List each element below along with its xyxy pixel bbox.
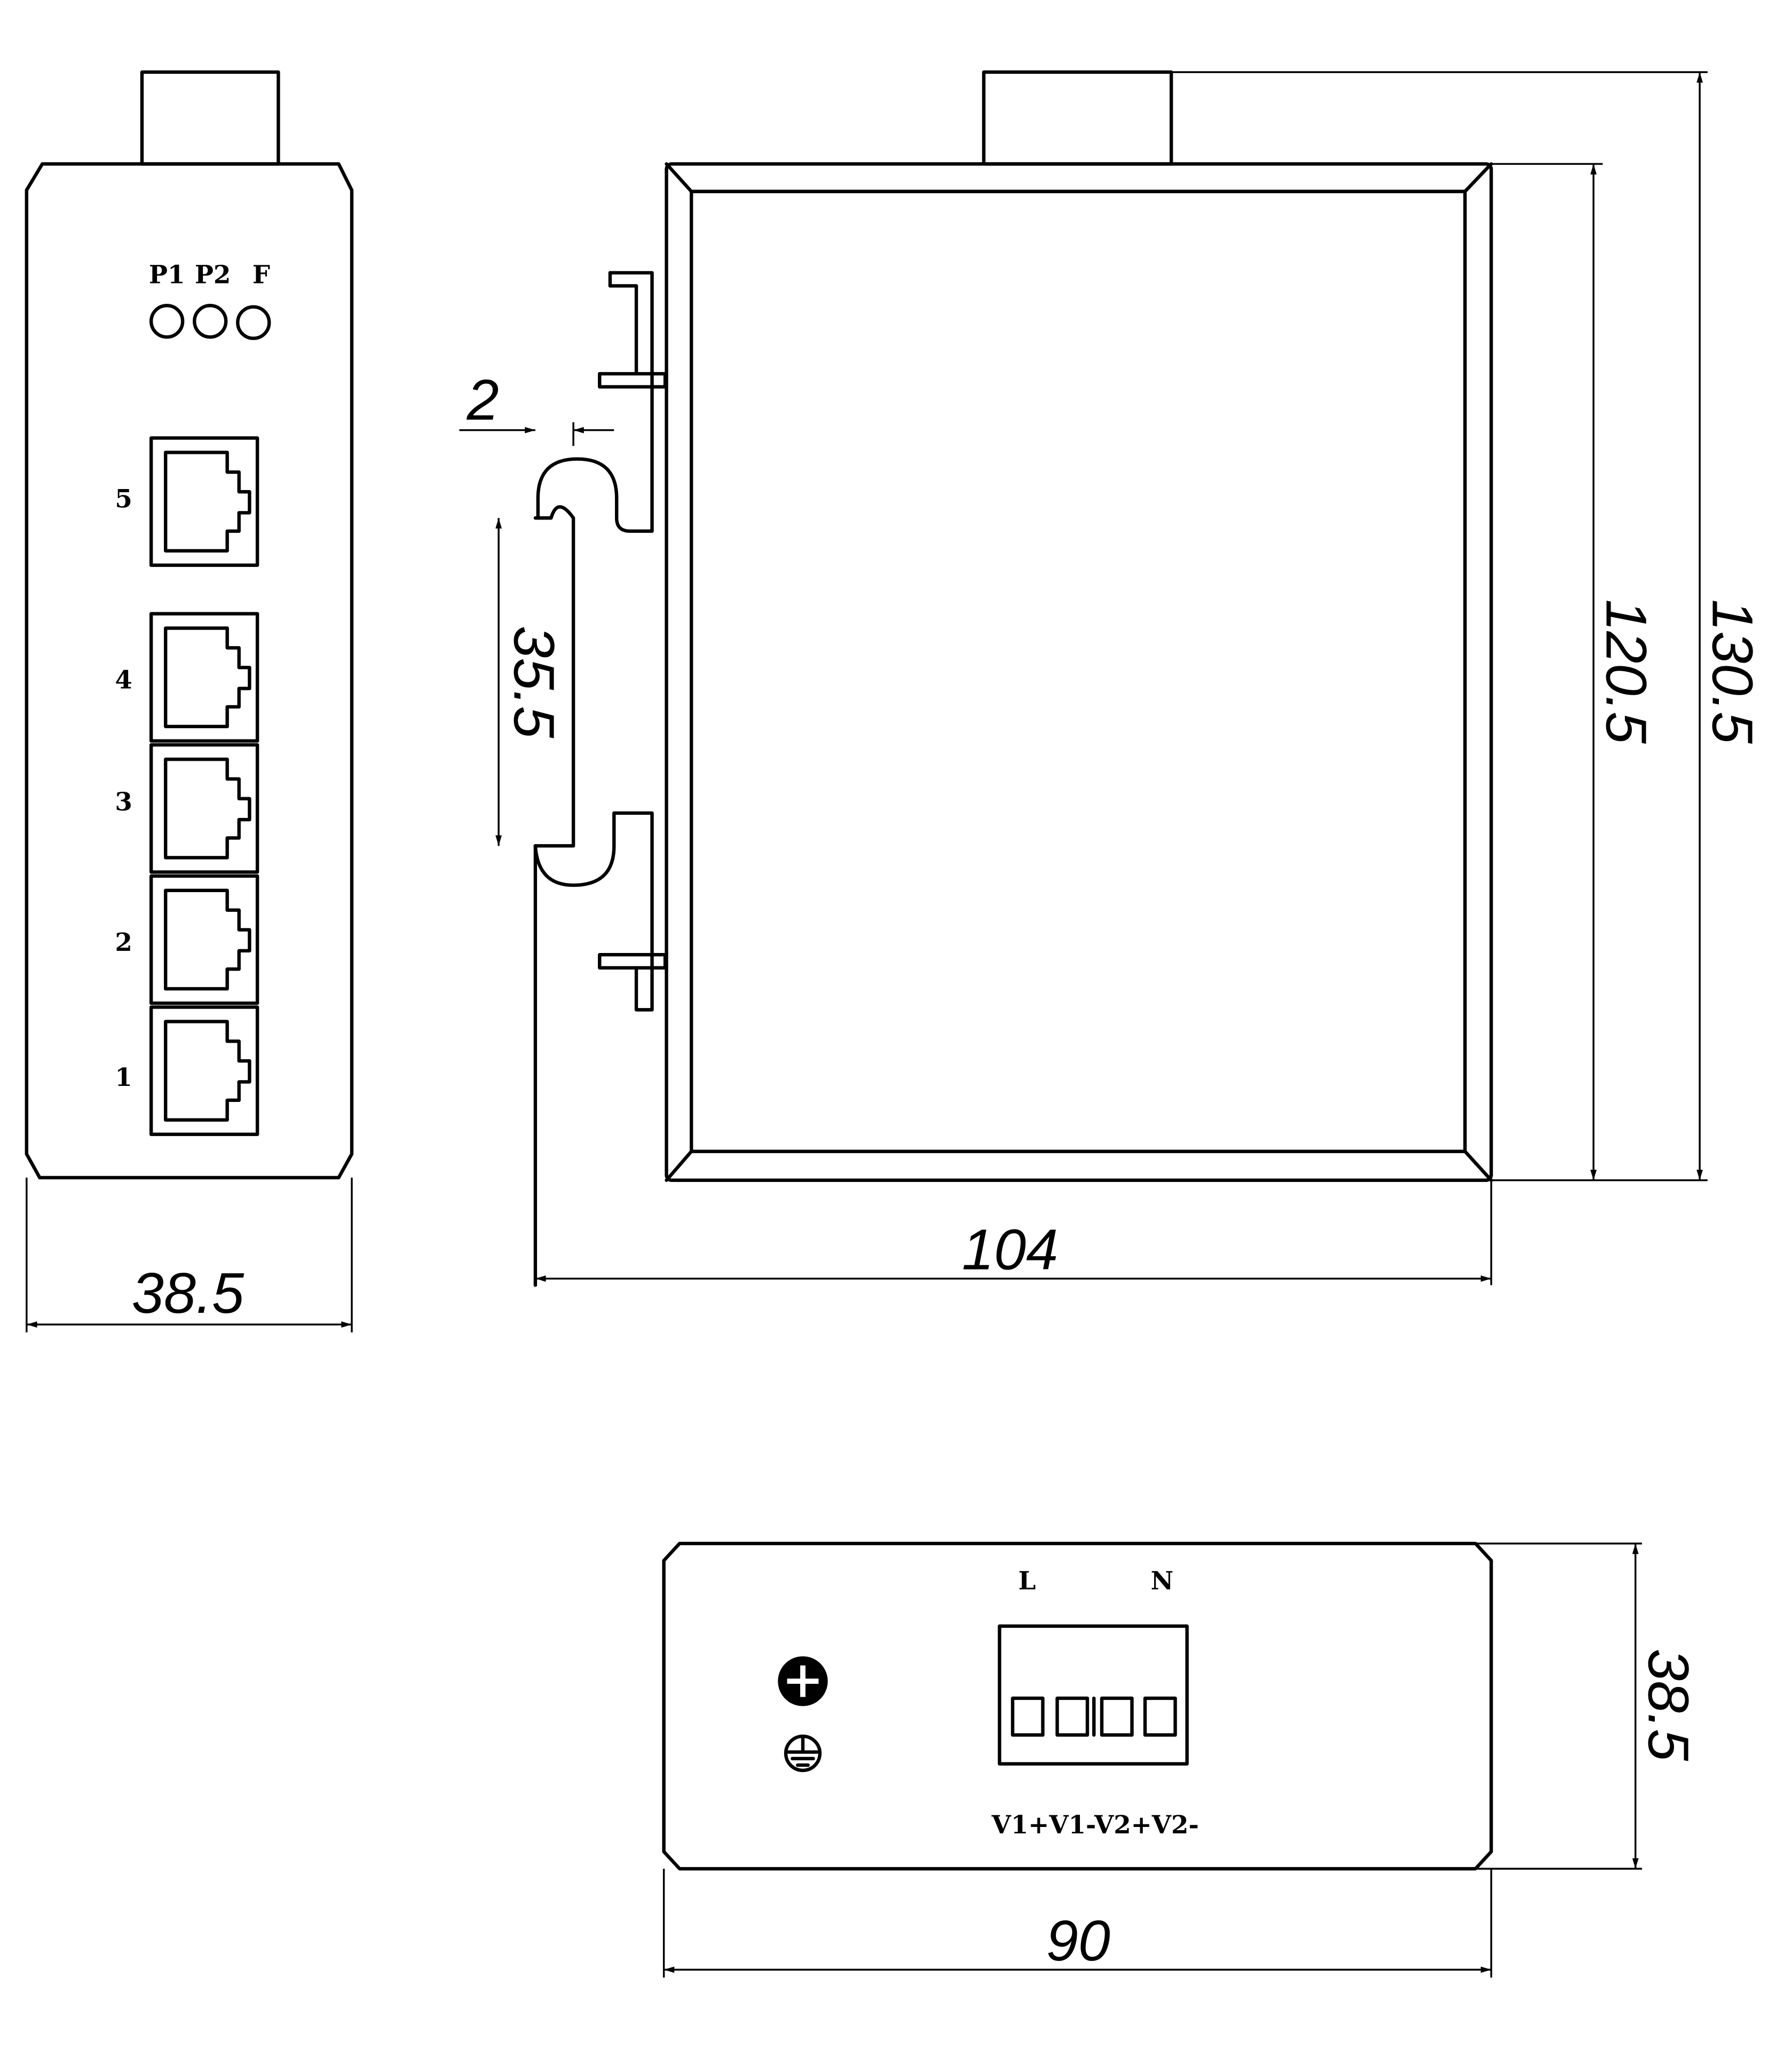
port-label-3: 3 — [115, 787, 132, 817]
terminal-slot — [1143, 1696, 1177, 1737]
led-label-p2: P2 — [195, 261, 231, 290]
terminal-label-l: L — [1019, 1566, 1036, 1596]
bottom-height-dimension: 38.5 — [1636, 1649, 1701, 1761]
port-5 — [149, 436, 259, 567]
port-4 — [149, 612, 259, 743]
depth-dimension: 104 — [962, 1217, 1058, 1282]
led-p1-icon — [149, 304, 185, 339]
bottom-view: L N V1+V1-V2+V2- 38.5 90 — [662, 1541, 1701, 1978]
top-connector — [982, 70, 1173, 166]
clip-dimension: 2 — [467, 367, 499, 432]
port-2 — [149, 874, 259, 1005]
rj45-port-icon — [164, 758, 251, 860]
rj45-port-icon — [164, 1020, 251, 1122]
ground-icon — [784, 1734, 822, 1772]
terminal-slot — [1100, 1696, 1134, 1737]
din-rail-clip — [533, 271, 667, 1287]
side-body-outer — [665, 162, 1493, 1182]
screw-icon — [778, 1656, 828, 1706]
port-label-4: 4 — [115, 666, 132, 695]
top-connector — [140, 70, 280, 166]
port-label-5: 5 — [115, 485, 132, 514]
port-label-1: 1 — [115, 1063, 132, 1092]
port-label-2: 2 — [115, 928, 132, 957]
terminal-power-labels: V1+V1-V2+V2- — [991, 1810, 1199, 1840]
front-body-outline — [25, 162, 354, 1179]
body-height-dimension: 120.5 — [1594, 599, 1659, 744]
total-height-dimension: 130.5 — [1701, 599, 1765, 744]
front-view: P1 P2 F 5 4 3 2 1 — [25, 70, 354, 1333]
port-1 — [149, 1005, 259, 1136]
led-p2-icon — [193, 304, 228, 339]
terminal-slot — [1055, 1696, 1090, 1737]
bottom-width-dimension: 90 — [1046, 1908, 1110, 1973]
rj45-port-icon — [164, 626, 251, 728]
side-body-inner — [689, 190, 1467, 1153]
terminal-label-n: N — [1151, 1566, 1174, 1596]
led-label-p1: P1 — [149, 261, 185, 290]
front-width-dimension: 38.5 — [132, 1260, 244, 1325]
led-f-icon — [236, 305, 271, 340]
port-3 — [149, 743, 259, 874]
terminal-block — [998, 1624, 1189, 1766]
rj45-port-icon — [164, 888, 251, 991]
side-view: 35.5 2 104 120.5 130.5 — [459, 70, 1765, 1287]
rj45-port-icon — [164, 451, 251, 553]
terminal-slot — [1011, 1696, 1045, 1737]
led-label-f: F — [252, 261, 270, 290]
rail-dimension: 35.5 — [502, 626, 567, 738]
